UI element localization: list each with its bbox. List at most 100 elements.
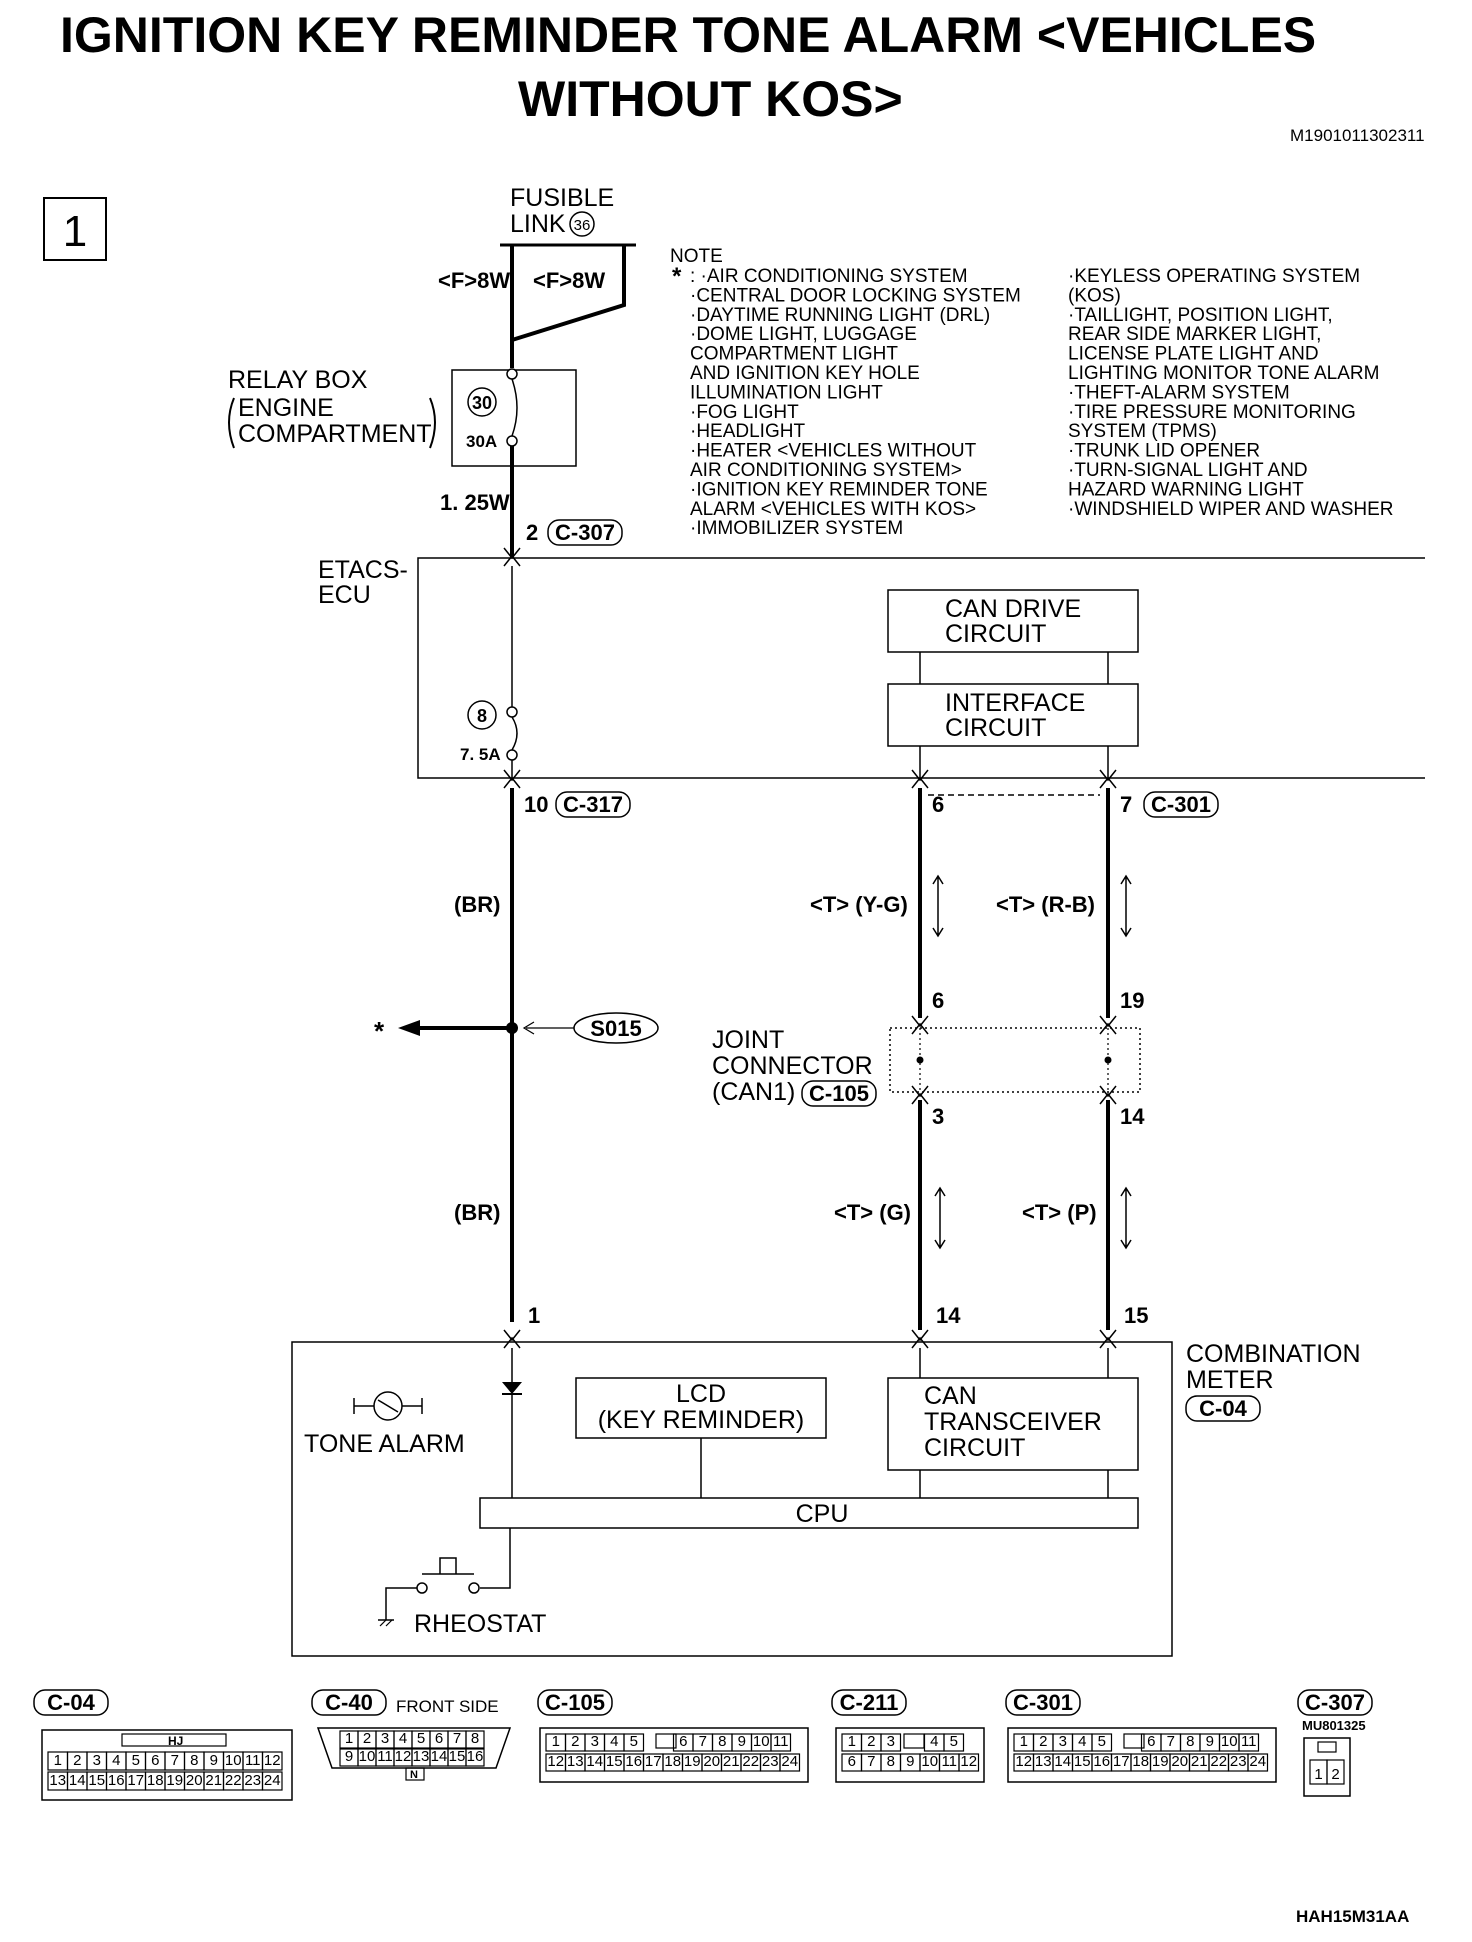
pin-cell <box>465 1748 485 1767</box>
pin-number: 24 <box>264 1772 281 1789</box>
pin-number: 5 <box>950 1733 958 1750</box>
pin-number: 15 <box>449 1748 466 1765</box>
pin-number: 5 <box>1098 1733 1106 1750</box>
joint-label-2: CONNECTOR <box>712 1052 873 1080</box>
note-item: ALARM <VEHICLES WITH KOS> <box>690 499 976 520</box>
splice-s015-label: S015 <box>590 1016 641 1041</box>
meter-pin-1: 1 <box>528 1303 540 1328</box>
pin-number: 19 <box>1152 1753 1169 1770</box>
twist-indicator-lower-left <box>934 1186 946 1250</box>
joint-label-3: (CAN1) <box>712 1078 795 1106</box>
pin-6-ecu: 6 <box>932 792 944 817</box>
pin-number: 21 <box>1191 1753 1208 1770</box>
connector-c301-label: C-301 <box>1151 792 1211 817</box>
can-transceiver-label-3: CIRCUIT <box>924 1434 1025 1462</box>
connector-tag <box>831 1689 907 1716</box>
note-item: ·DAYTIME RUNNING LIGHT (DRL) <box>690 305 990 326</box>
connector-c307-code: MU801325 <box>1302 1718 1366 1733</box>
pin-number: 14 <box>69 1772 86 1789</box>
fuse-8-terminal-top <box>506 706 518 718</box>
connector-c301-body <box>1007 1727 1277 1783</box>
pin-cell <box>779 1753 801 1772</box>
pin-number: 10 <box>225 1752 242 1769</box>
pin-number: 7 <box>171 1752 179 1769</box>
pin-number: 3 <box>1059 1733 1067 1750</box>
etacs-ecu-boundary <box>417 557 1425 779</box>
pin-cell <box>1238 1733 1260 1752</box>
note-item: (KOS) <box>1068 285 1121 306</box>
wire-color-t-p: <T> (P) <box>1022 1200 1097 1225</box>
pin-number: 1 <box>345 1730 353 1747</box>
fuse-8-rating: 7. 5A <box>460 745 501 764</box>
pin-cell <box>958 1753 980 1772</box>
twist-indicator-upper-right <box>1120 874 1132 938</box>
pin-number: 20 <box>1171 1753 1188 1770</box>
pin-number: 16 <box>1093 1753 1110 1770</box>
joint-label: JOINT <box>712 1026 784 1054</box>
pin-number: 22 <box>225 1772 242 1789</box>
pin-number: 15 <box>606 1753 623 1770</box>
connector-c211-body <box>835 1727 985 1783</box>
wire-segment <box>1099 1015 1117 1035</box>
splice-s015-tag <box>573 1012 659 1044</box>
pin-number: 6 <box>435 1730 443 1747</box>
pin-number: 16 <box>625 1753 642 1770</box>
pin-number: 9 <box>906 1753 914 1770</box>
fusible-link-number-circle <box>569 211 595 237</box>
branch-arrow <box>398 1020 420 1036</box>
joint-pin-14: 14 <box>1120 1104 1145 1129</box>
pin-number: 11 <box>941 1753 957 1770</box>
note-item: ·DOME LIGHT, LUGGAGE <box>690 324 917 345</box>
fuse-30-terminal-top <box>506 368 518 380</box>
pin-number: 16 <box>108 1772 125 1789</box>
twist-indicator-upper-left <box>932 874 944 938</box>
pin-number: 2 <box>571 1733 579 1750</box>
note-item: LIGHTING MONITOR TONE ALARM <box>1068 363 1379 384</box>
pin-number: 12 <box>547 1753 564 1770</box>
pin-number: 4 <box>399 1730 407 1747</box>
title-line-2: WITHOUT KOS> <box>518 71 903 127</box>
pin-number: 23 <box>244 1772 261 1789</box>
interface-label: INTERFACE <box>945 689 1085 717</box>
pin-number: 19 <box>166 1772 183 1789</box>
relay-box-paren-left <box>228 397 235 449</box>
pin-number: 5 <box>630 1733 638 1750</box>
note-item: AIR CONDITIONING SYSTEM> <box>690 460 962 481</box>
pin-number: 11 <box>377 1748 393 1765</box>
pin-cell <box>1247 1753 1269 1772</box>
pin-number: 11 <box>245 1752 261 1769</box>
pin-number: 3 <box>381 1730 389 1747</box>
note-item: ·TURN-SIGNAL LIGHT AND <box>1068 460 1308 481</box>
pin-number: 5 <box>417 1730 425 1747</box>
fusible-link-number: 36 <box>574 217 591 234</box>
relay-box-label-2: ENGINE <box>238 394 334 422</box>
pin-cell <box>261 1771 283 1791</box>
pin-10: 10 <box>524 792 548 817</box>
cpu-label: CPU <box>796 1500 849 1528</box>
connector-tag <box>311 1689 387 1716</box>
pin-number: 4 <box>610 1733 618 1750</box>
pin-number: 3 <box>93 1752 101 1769</box>
branch-star: * <box>374 1016 385 1046</box>
connector-c04-body <box>41 1729 293 1801</box>
pin-number: 2 <box>1039 1733 1047 1750</box>
note-item: ·FOG LIGHT <box>690 402 799 423</box>
connector-key <box>903 1733 925 1749</box>
pin-number: 4 <box>930 1733 938 1750</box>
fuse-30-number: 30 <box>472 393 492 413</box>
pin-number: 13 <box>49 1772 66 1789</box>
meter-pin-15: 15 <box>1124 1303 1148 1328</box>
interface-label-2: CIRCUIT <box>945 714 1046 742</box>
connector-key <box>405 1767 425 1781</box>
wire-size-125w: 1. 25W <box>440 490 510 515</box>
pin-number: 9 <box>210 1752 218 1769</box>
wire-size-right: <F>8W <box>533 268 605 293</box>
pin-number: 8 <box>190 1752 198 1769</box>
can-transceiver-label-2: TRANSCEIVER <box>924 1408 1102 1436</box>
pin-number: 10 <box>359 1748 376 1765</box>
can-drive-label-2: CIRCUIT <box>945 620 1046 648</box>
pin-cell <box>943 1733 965 1752</box>
combination-meter-box <box>291 1341 1173 1657</box>
